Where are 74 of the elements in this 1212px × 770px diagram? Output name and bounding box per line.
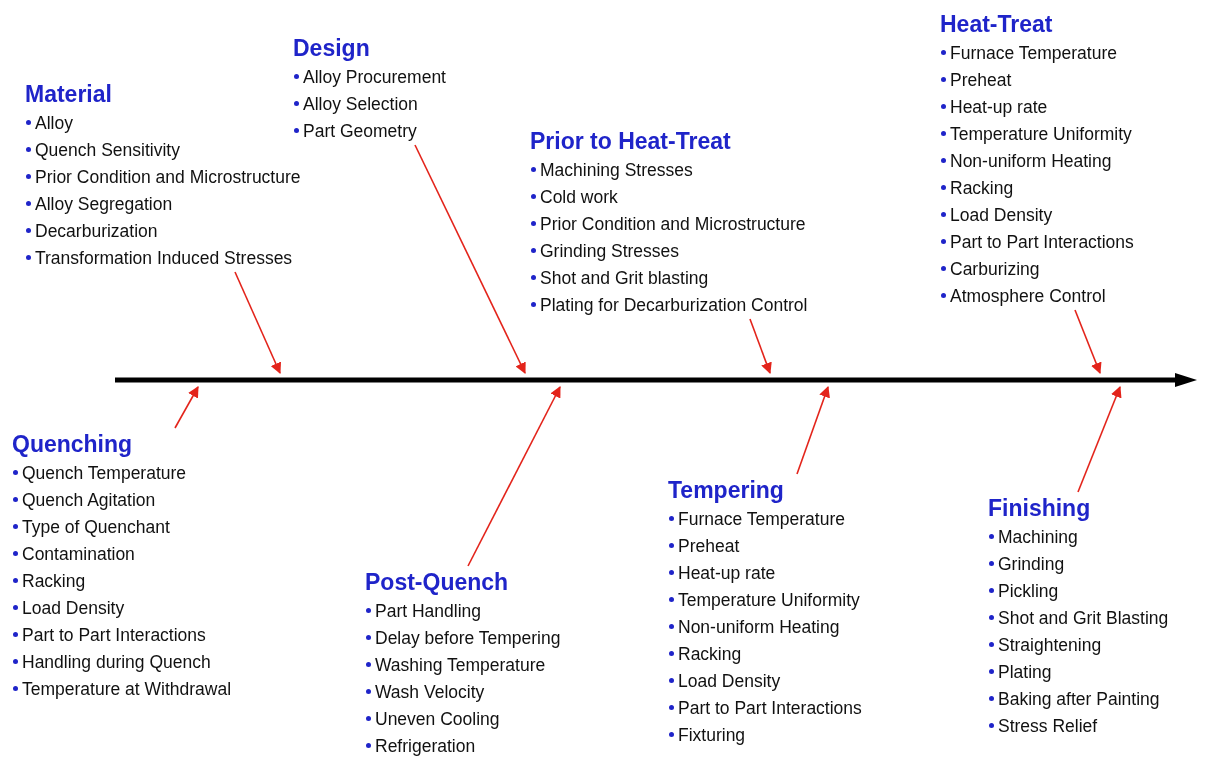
cause-item: Load Density <box>668 668 781 695</box>
cause-item: Heat-up rate <box>668 560 776 587</box>
cause-item: Contamination <box>12 541 135 568</box>
cause-item: Alloy <box>25 110 73 137</box>
spine-arrow <box>115 373 1197 387</box>
cause-item: Plating <box>988 659 1052 686</box>
arrow <box>414 144 526 374</box>
category-heading: Heat-Treat <box>940 10 1053 39</box>
cause-item: Quench Sensitivity <box>25 137 180 164</box>
category-heading: Quenching <box>12 430 133 459</box>
cause-item: Quench Agitation <box>12 487 156 514</box>
cause-item: Straightening <box>988 632 1102 659</box>
cause-item: Part to Part Interactions <box>668 695 862 722</box>
cause-item: Machining Stresses <box>530 157 693 184</box>
arrow <box>1074 309 1102 375</box>
cause-item: Preheat <box>668 533 740 560</box>
cause-item: Grinding <box>988 551 1065 578</box>
cause-item: Furnace Temperature <box>668 506 845 533</box>
arrow <box>234 271 281 374</box>
cause-item: Washing Temperature <box>365 652 546 679</box>
cause-item: Non-uniform Heating <box>940 148 1112 175</box>
cause-item: Shot and Grit blasting <box>530 265 709 292</box>
cause-item: Part to Part Interactions <box>940 229 1134 256</box>
category-heading: Finishing <box>988 494 1091 523</box>
cause-item: Temperature Uniformity <box>668 587 860 614</box>
cause-item: Racking <box>940 175 1014 202</box>
cause-item: Part to Part Interactions <box>12 622 206 649</box>
cause-item: Decarburization <box>25 218 158 245</box>
cause-item: Load Density <box>940 202 1053 229</box>
cause-item: Furnace Temperature <box>940 40 1117 67</box>
cause-item: Non-uniform Heating <box>668 614 840 641</box>
cause-item: Machining <box>988 524 1078 551</box>
cause-item: Racking <box>668 641 742 668</box>
cause-item: Alloy Selection <box>293 91 418 118</box>
cause-item: Grinding Stresses <box>530 238 680 265</box>
cause-item: Fixturing <box>668 722 746 749</box>
cause-item: Plating for Decarburization Control <box>530 292 808 319</box>
category-heading: Material <box>25 80 112 109</box>
category-heading: Prior to Heat-Treat <box>530 127 731 156</box>
cause-item: Temperature Uniformity <box>940 121 1132 148</box>
category-heading: Tempering <box>668 476 784 505</box>
cause-item: Alloy Procurement <box>293 64 446 91</box>
arrow <box>467 386 561 567</box>
cause-item: Pickling <box>988 578 1059 605</box>
cause-item: Part Handling <box>365 598 482 625</box>
cause-item: Handling during Quench <box>12 649 211 676</box>
cause-item: Carburizing <box>940 256 1040 283</box>
arrow <box>174 386 199 429</box>
arrow <box>796 385 830 475</box>
cause-item: Heat-up rate <box>940 94 1048 121</box>
cause-item: Racking <box>12 568 86 595</box>
cause-item: Type of Quenchant <box>12 514 170 541</box>
cause-item: Shot and Grit Blasting <box>988 605 1169 632</box>
cause-item: Refrigeration <box>365 733 476 760</box>
cause-item: Uneven Cooling <box>365 706 500 733</box>
cause-item: Prior Condition and Microstructure <box>25 164 301 191</box>
cause-item: Delay before Tempering <box>365 625 561 652</box>
category-heading: Design <box>293 34 370 63</box>
arrow <box>1077 385 1122 493</box>
cause-item: Prior Condition and Microstructure <box>530 211 806 238</box>
cause-item: Transformation Induced Stresses <box>25 245 293 272</box>
arrow <box>749 318 772 375</box>
cause-item: Alloy Segregation <box>25 191 173 218</box>
cause-item: Cold work <box>530 184 618 211</box>
cause-item: Preheat <box>940 67 1012 94</box>
cause-item: Load Density <box>12 595 125 622</box>
cause-item: Baking after Painting <box>988 686 1160 713</box>
category-heading: Post-Quench <box>365 568 509 597</box>
cause-item: Atmosphere Control <box>940 283 1106 310</box>
cause-item: Wash Velocity <box>365 679 485 706</box>
cause-item: Quench Temperature <box>12 460 187 487</box>
cause-item: Stress Relief <box>988 713 1098 740</box>
cause-item: Temperature at Withdrawal <box>12 676 232 703</box>
cause-item: Part Geometry <box>293 118 417 145</box>
